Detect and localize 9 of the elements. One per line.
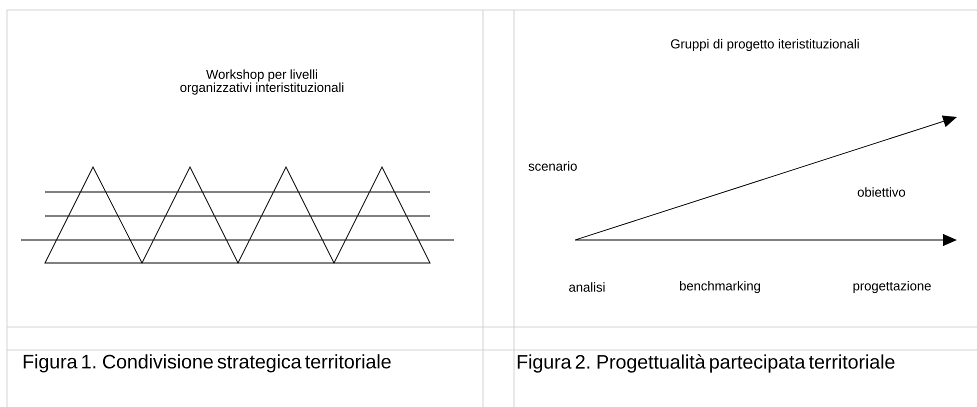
label: progettazione (853, 280, 931, 294)
label: obiettivo (858, 187, 906, 197)
heading: Workshop per livelli organizzativi interistituzionali (180, 69, 344, 95)
caption: Figura 1. Condivisione strategica territoriale (24, 354, 391, 372)
label: benchmarking (680, 280, 760, 294)
caption: Figura 2. Progettualità partecipata territoriale (518, 354, 894, 373)
heading: Gruppi di progetto iteristituzionali (671, 38, 859, 52)
label: scenario (528, 161, 577, 171)
label: analisi (569, 282, 605, 292)
